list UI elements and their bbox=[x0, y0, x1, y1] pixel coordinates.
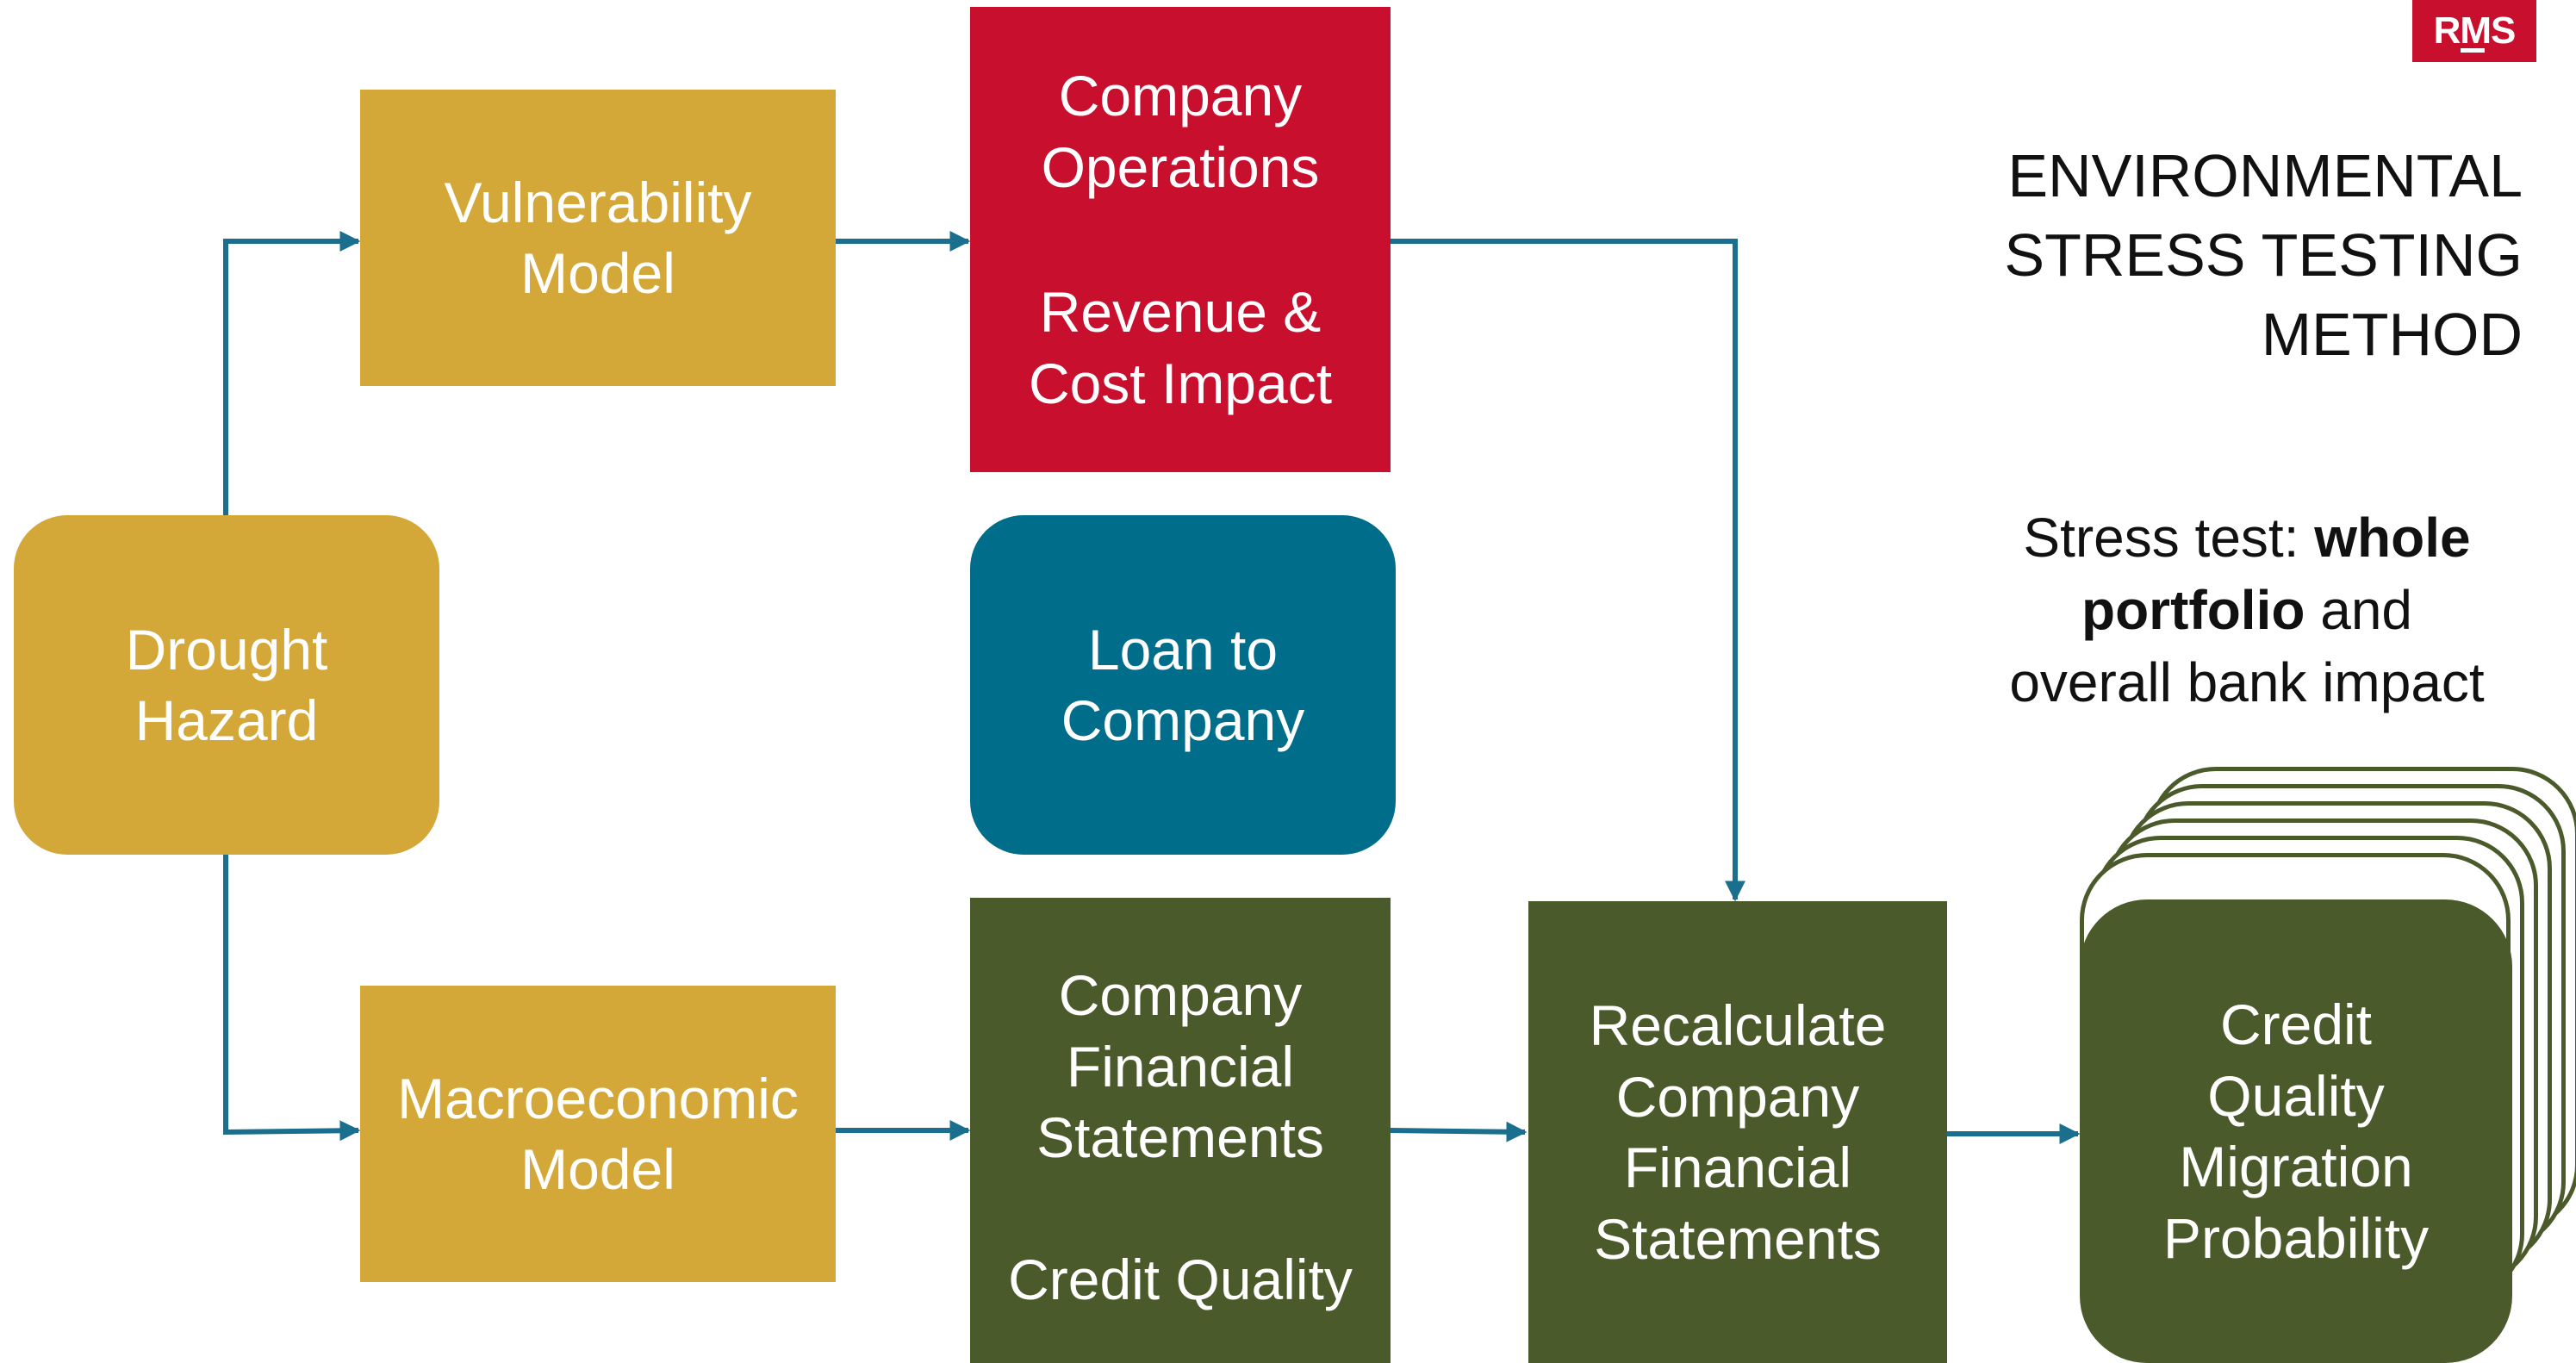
page-title: ENVIRONMENTAL STRESS TESTING METHOD bbox=[1868, 136, 2523, 374]
arrow-drought-to-macroeconomic bbox=[223, 855, 361, 1142]
arrow-financials-to-recalculate bbox=[1390, 1121, 1528, 1142]
drought-hazard-node: Drought Hazard bbox=[14, 515, 439, 855]
subtitle-bold-1: whole bbox=[2314, 507, 2471, 569]
subtitle-bold-2: portfolio bbox=[2081, 579, 2305, 641]
subtitle-line-2: portfolio and bbox=[1937, 574, 2557, 646]
subtitle-text-1: Stress test: bbox=[2023, 507, 2315, 569]
subtitle-text-3: overall bank impact bbox=[2009, 651, 2485, 713]
loan-to-company-node: Loan to Company bbox=[970, 515, 1396, 855]
macroeconomic-model-node: Macroeconomic Model bbox=[360, 986, 836, 1282]
company-operations-node: Company Operations Revenue & Cost Impact bbox=[970, 7, 1391, 472]
company-financial-statements-label: Company Financial Statements bbox=[1036, 963, 1324, 1169]
title-line-3: METHOD bbox=[2261, 301, 2523, 368]
drought-hazard-label: Drought Hazard bbox=[125, 617, 328, 753]
arrow-drought-to-vulnerability bbox=[223, 231, 361, 517]
company-operations-label: Company Operations bbox=[1041, 64, 1320, 199]
macroeconomic-model-label: Macroeconomic Model bbox=[397, 1066, 799, 1202]
subtitle-line-3: overall bank impact bbox=[1937, 646, 2557, 719]
recalculate-label: Recalculate Company Financial Statements bbox=[1589, 993, 1887, 1271]
subtitle: Stress test: whole portfolio and overall… bbox=[1937, 501, 2557, 719]
subtitle-line-1: Stress test: whole bbox=[1937, 501, 2557, 574]
loan-to-company-label: Loan to Company bbox=[1061, 617, 1305, 753]
revenue-cost-impact-label: Revenue & Cost Impact bbox=[1028, 280, 1333, 415]
vulnerability-model-label: Vulnerability Model bbox=[444, 170, 752, 306]
subtitle-text-2: and bbox=[2305, 579, 2413, 641]
title-line-1: ENVIRONMENTAL bbox=[2007, 142, 2523, 209]
arrow-operations-to-recalculate bbox=[1391, 239, 1745, 902]
credit-quality-migration-node: Credit Quality Migration Probability bbox=[2080, 899, 2512, 1363]
vulnerability-model-node: Vulnerability Model bbox=[360, 90, 836, 386]
rms-logo-text: RMS bbox=[2433, 9, 2517, 52]
recalculate-node: Recalculate Company Financial Statements bbox=[1528, 901, 1947, 1363]
credit-quality-migration-label: Credit Quality Migration Probability bbox=[2162, 993, 2430, 1270]
title-line-2: STRESS TESTING bbox=[2004, 221, 2523, 289]
credit-quality-label: Credit Quality bbox=[1008, 1247, 1353, 1311]
rms-logo-underline bbox=[2461, 48, 2485, 53]
company-financial-statements-node: Company Financial Statements Credit Qual… bbox=[970, 898, 1391, 1363]
rms-logo: RMS bbox=[2412, 0, 2536, 62]
